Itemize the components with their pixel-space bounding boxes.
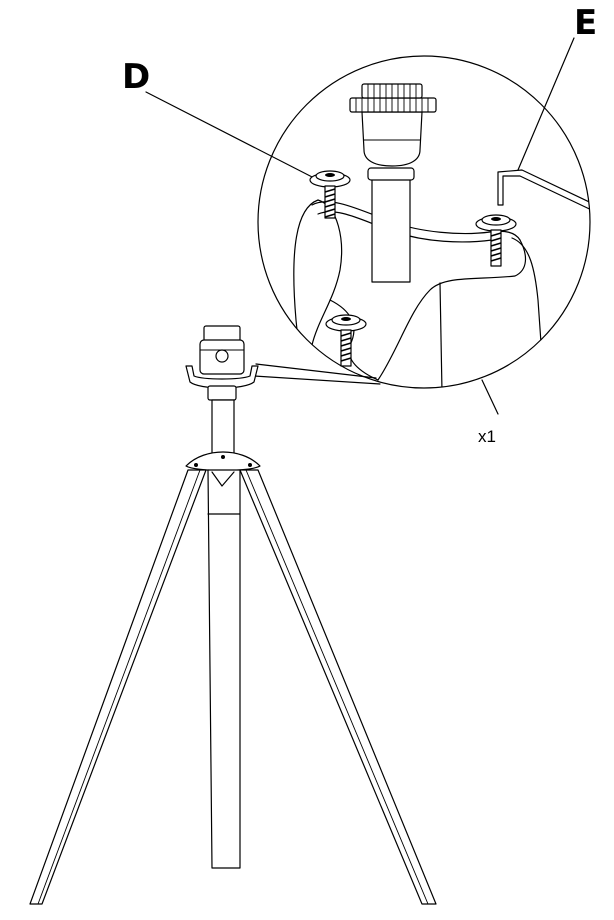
lamp-holder-socket: [199, 339, 245, 375]
plate-screw-right: [248, 463, 252, 467]
leader-line-qty: [481, 379, 499, 415]
detail-top-plate: [311, 201, 521, 241]
detail-socket-body: [361, 111, 423, 167]
detail-leg-right: [511, 237, 546, 388]
detail-connector-bottom: [253, 375, 381, 385]
screw-icon: [309, 170, 351, 219]
leader-line-d: [145, 91, 319, 181]
plate-screw-left: [194, 463, 198, 467]
allen-key-icon: [497, 169, 590, 215]
detail-connector-top: [255, 363, 377, 379]
screw-icon: [475, 214, 517, 267]
detail-leg-right-inner: [377, 239, 526, 381]
tripod-leg-right: [239, 469, 437, 905]
tripod-base-icon: [29, 325, 437, 905]
lamp-holder-base: [185, 365, 259, 389]
plate-screw-center: [221, 455, 225, 459]
detail-plate-lower: [329, 299, 379, 381]
detail-circle: [257, 55, 591, 389]
detail-leg-edge: [439, 282, 443, 388]
part-label-d: D: [122, 57, 150, 97]
detail-thread-top-hatching: [367, 84, 417, 98]
screw-icon: [325, 314, 367, 367]
detail-stem-collar: [367, 167, 415, 181]
leader-line-e: [517, 37, 575, 171]
quantity-label: x1: [478, 427, 496, 446]
detail-thread-hatching: [355, 98, 429, 112]
detail-view: [257, 55, 591, 389]
tripod-leg-left: [29, 469, 207, 905]
tripod-leg-left-edge: [37, 469, 201, 905]
lamp-holder-neck: [207, 385, 237, 401]
detail-thread-ring: [349, 97, 437, 113]
tripod-leg-right-edge: [245, 469, 429, 905]
tripod-top-plate: [185, 451, 261, 472]
part-label-e: E: [574, 3, 597, 43]
tripod-leg-center-notch: [211, 471, 235, 487]
tripod-leg-center: [207, 469, 241, 869]
tripod-column-upper: [211, 399, 235, 461]
detail-stem-tube: [371, 173, 411, 283]
